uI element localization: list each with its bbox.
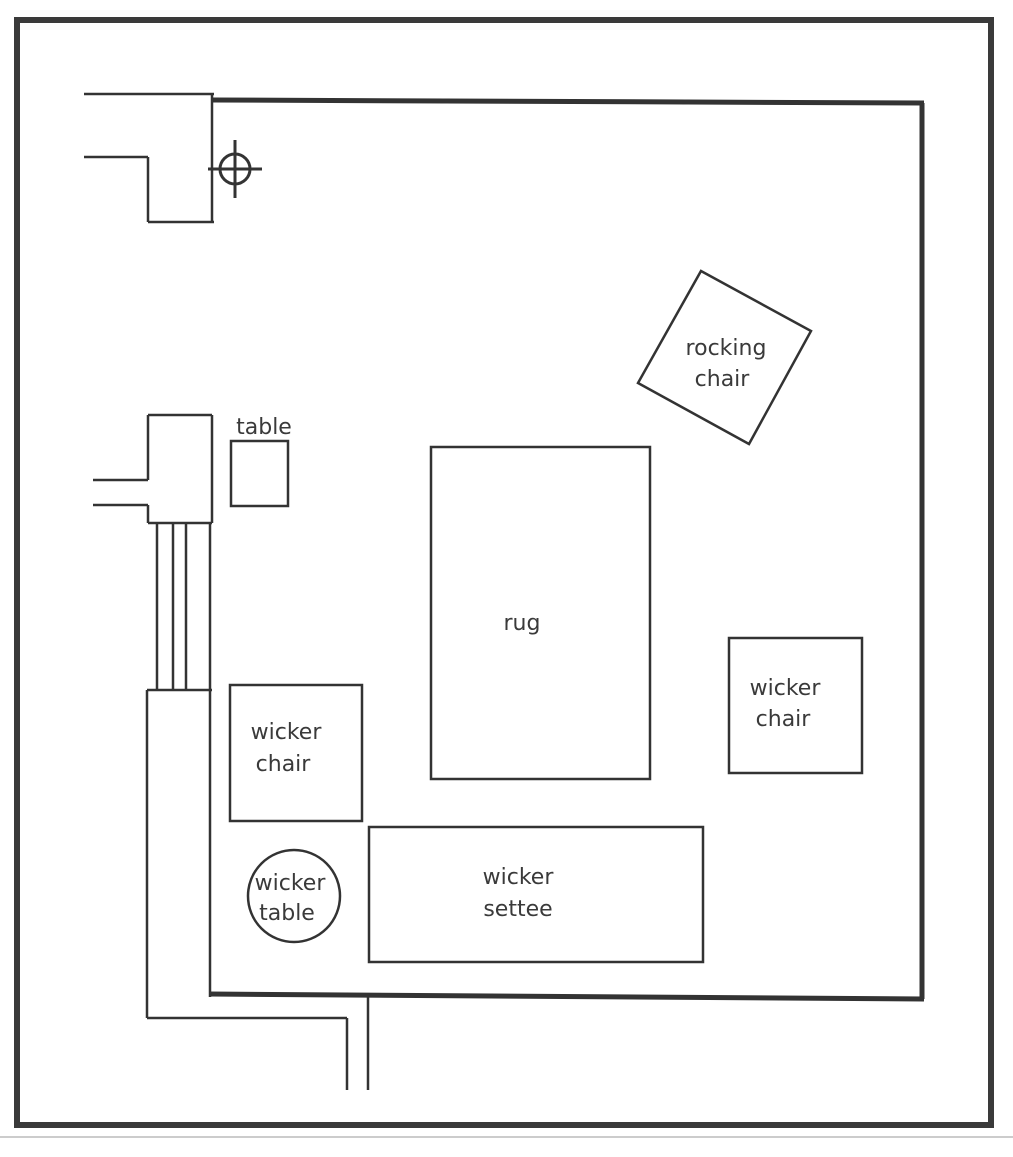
wicker-settee-label-line1: wicker <box>483 865 555 890</box>
wall-bottom <box>208 991 925 1002</box>
wicker-settee-shape <box>367 825 705 964</box>
rug-shape <box>429 445 652 781</box>
wall-top <box>212 97 925 106</box>
table-label: table <box>236 415 292 440</box>
crosshair-icon <box>208 140 262 198</box>
room-walls <box>208 94 925 1002</box>
rug-label: rug <box>504 611 541 636</box>
rocking-chair-shape <box>636 269 813 446</box>
wicker-chair-left-label-line2: chair <box>256 752 312 777</box>
table-shape <box>229 439 290 508</box>
wicker-chair-right-shape <box>727 636 864 775</box>
wicker-chair-left: wicker chair <box>228 683 364 823</box>
wicker-table: wicker table <box>246 848 342 944</box>
lower-left-hallway <box>145 690 370 1090</box>
wicker-chair-right: wicker chair <box>727 636 864 775</box>
wicker-table-label-line1: wicker <box>255 871 327 896</box>
rocking-chair-label-line1: rocking <box>686 336 767 361</box>
rocking-chair-label-line2: chair <box>695 367 751 392</box>
wicker-table-label-line2: table <box>259 901 315 926</box>
wicker-chair-right-label-line1: wicker <box>750 676 822 701</box>
wicker-settee: wicker settee <box>367 825 705 964</box>
table: table <box>229 415 292 508</box>
rug: rug <box>429 445 652 781</box>
wicker-table-shape <box>246 848 342 944</box>
drawing-frame <box>14 17 994 1128</box>
wicker-chair-right-label-line2: chair <box>756 707 812 732</box>
rocking-chair: rocking chair <box>636 269 813 446</box>
left-entry-stairs <box>93 413 214 692</box>
top-left-entry <box>84 92 214 224</box>
wicker-chair-left-shape <box>228 683 364 823</box>
wicker-chair-left-label-line1: wicker <box>251 720 323 745</box>
wicker-settee-label-line2: settee <box>483 897 552 922</box>
